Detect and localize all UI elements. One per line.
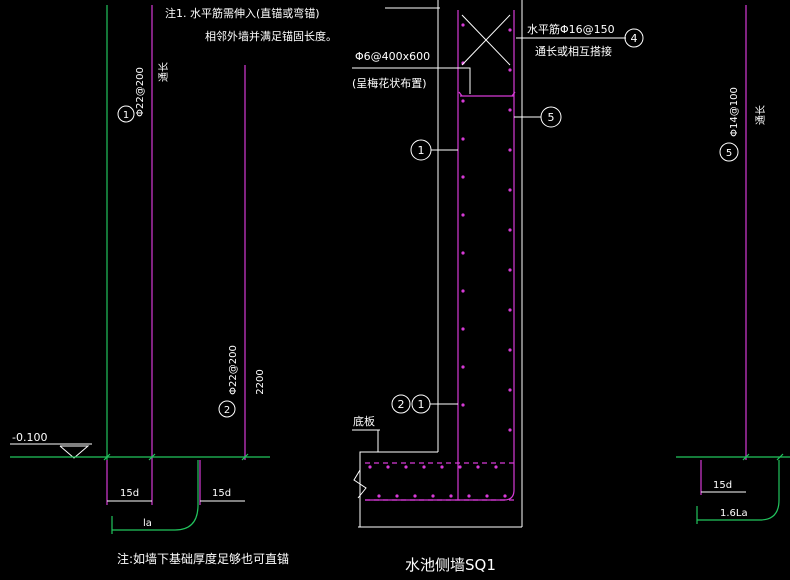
rebar-section-dot bbox=[508, 108, 512, 112]
rebar-section-dot bbox=[377, 494, 381, 498]
horizontal-spec: 水平筋Φ16@150 bbox=[527, 22, 615, 36]
rebar-section-dot bbox=[503, 494, 507, 498]
dim-16la: 1.6La bbox=[720, 508, 748, 519]
break-symbol bbox=[353, 469, 367, 499]
callout-2-mark: 2 bbox=[398, 398, 405, 411]
drawing-title: 水池侧墙SQ1 bbox=[405, 556, 496, 574]
rebar-2-mark: 2 bbox=[224, 405, 230, 416]
dim-15d-3: 15d bbox=[713, 480, 732, 491]
rebar-5-spec: Φ14@100 bbox=[729, 87, 740, 137]
rebar-section-dot bbox=[467, 494, 471, 498]
note1-line2: 相邻外墙并满足锚固长度。 bbox=[205, 29, 337, 43]
bottom-note: 注:如墙下基础厚度足够也可直锚 bbox=[117, 551, 289, 566]
rebar-section-dot bbox=[422, 465, 426, 469]
rebar-section-dot bbox=[461, 327, 465, 331]
note1-line1: 注1. 水平筋需伸入(直锚或弯锚) bbox=[165, 6, 320, 20]
rebar-1-spec: Φ22@200 bbox=[135, 67, 146, 117]
rebar-section-dot bbox=[404, 465, 408, 469]
rebar-section-dot bbox=[508, 428, 512, 432]
rebar-section-dot bbox=[461, 365, 465, 369]
rebar-5-note: 通长 bbox=[755, 105, 767, 125]
la-hook bbox=[112, 460, 199, 531]
rebar-2-dim: 2200 bbox=[255, 369, 266, 394]
rebar-section-dot bbox=[508, 148, 512, 152]
rebar-dots-slab bbox=[368, 465, 507, 498]
rebar-section-dot bbox=[461, 251, 465, 255]
rebar-section-dot bbox=[461, 23, 465, 27]
rebar-dots-left bbox=[461, 23, 465, 407]
rebar-2-circle bbox=[218, 400, 236, 418]
rebar-section-dot bbox=[413, 494, 417, 498]
rebar-section-dot bbox=[508, 268, 512, 272]
rebar-section-dot bbox=[461, 213, 465, 217]
rebar-section-dot bbox=[395, 494, 399, 498]
elevation-label: -0.100 bbox=[12, 431, 47, 444]
dim-la: la bbox=[143, 518, 152, 529]
rebar-section-dot bbox=[461, 137, 465, 141]
horizontal-note: 通长或相互搭接 bbox=[535, 45, 612, 58]
rebar-section-dot bbox=[508, 228, 512, 232]
rebar-section-dot bbox=[485, 494, 489, 498]
slab-outline bbox=[359, 451, 438, 527]
callout-2-circle bbox=[391, 394, 411, 414]
rebar-section-dot bbox=[508, 388, 512, 392]
rebar-2-spec: Φ22@200 bbox=[228, 345, 239, 395]
la-hook-right bbox=[697, 460, 780, 521]
callout-1b-mark: 1 bbox=[418, 398, 425, 411]
rebar-section-dot bbox=[508, 308, 512, 312]
rebar-1-circle bbox=[117, 105, 135, 123]
callout-5-mark: 5 bbox=[548, 111, 555, 124]
rebar-section-dot bbox=[368, 465, 372, 469]
tie-leader bbox=[352, 67, 471, 94]
rebar-section-dot bbox=[461, 403, 465, 407]
rebar-section-dot bbox=[508, 188, 512, 192]
rebar-1-note: 通长 bbox=[158, 62, 170, 82]
rebar-section-dot bbox=[461, 289, 465, 293]
tie-note: (呈梅花状布置) bbox=[352, 76, 427, 90]
rebar-section-dot bbox=[461, 175, 465, 179]
rebar-section-dot bbox=[508, 28, 512, 32]
rebar-section-dot bbox=[458, 465, 462, 469]
callout-4-circle bbox=[624, 28, 644, 48]
rebar-section-dot bbox=[386, 465, 390, 469]
rebar-section-dot bbox=[508, 348, 512, 352]
rebar-1-mark: 1 bbox=[123, 110, 129, 121]
rebar-section-dot bbox=[431, 494, 435, 498]
callout-1-mark: 1 bbox=[418, 144, 425, 157]
dim-15d-2: 15d bbox=[212, 488, 231, 499]
callout-1-circle bbox=[410, 139, 432, 161]
tie-spec: Φ6@400x600 bbox=[355, 50, 430, 63]
rebar-dots-right bbox=[508, 28, 512, 432]
dim-15d-1: 15d bbox=[120, 488, 139, 499]
rebar-5-mark: 5 bbox=[726, 148, 732, 159]
slab-label: 底板 bbox=[353, 414, 375, 428]
callout-5-circle bbox=[540, 106, 562, 128]
rebar-section-dot bbox=[508, 68, 512, 72]
callout-4-mark: 4 bbox=[631, 32, 638, 45]
rebar-section-dot bbox=[449, 494, 453, 498]
rebar-section-dot bbox=[461, 99, 465, 103]
rebar-section-dot bbox=[440, 465, 444, 469]
rebar-5-circle bbox=[719, 142, 739, 162]
elevation-triangle bbox=[59, 445, 90, 459]
rebar-section-dot bbox=[476, 465, 480, 469]
rebar-section-dot bbox=[494, 465, 498, 469]
